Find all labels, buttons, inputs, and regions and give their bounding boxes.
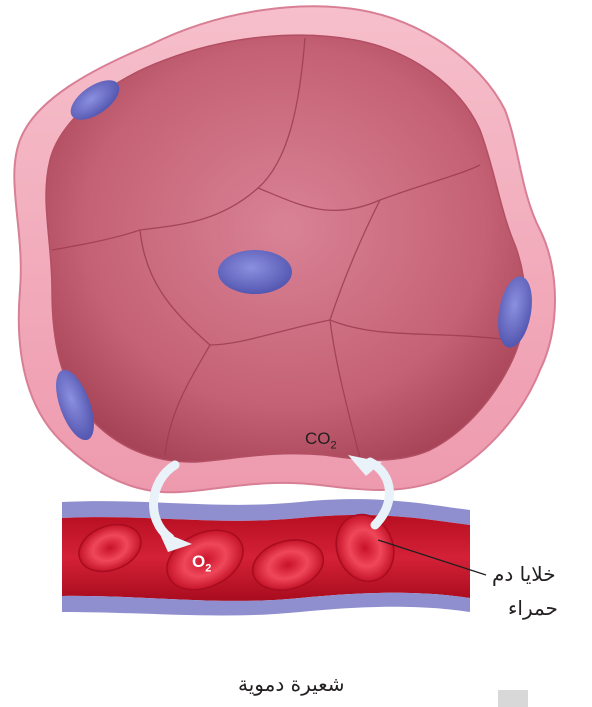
grey-corner-box <box>498 690 528 707</box>
red-blood-cells-label-line1: خلايا دم <box>492 562 556 586</box>
co2-label: CO2 <box>305 429 337 451</box>
capillary-label: شعيرة دموية <box>238 672 345 696</box>
red-blood-cells-label-line2: حمراء <box>508 596 558 620</box>
nucleus-center <box>218 250 292 294</box>
o2-label: O2 <box>192 552 211 574</box>
alveolus-inner-cavity <box>46 35 525 462</box>
